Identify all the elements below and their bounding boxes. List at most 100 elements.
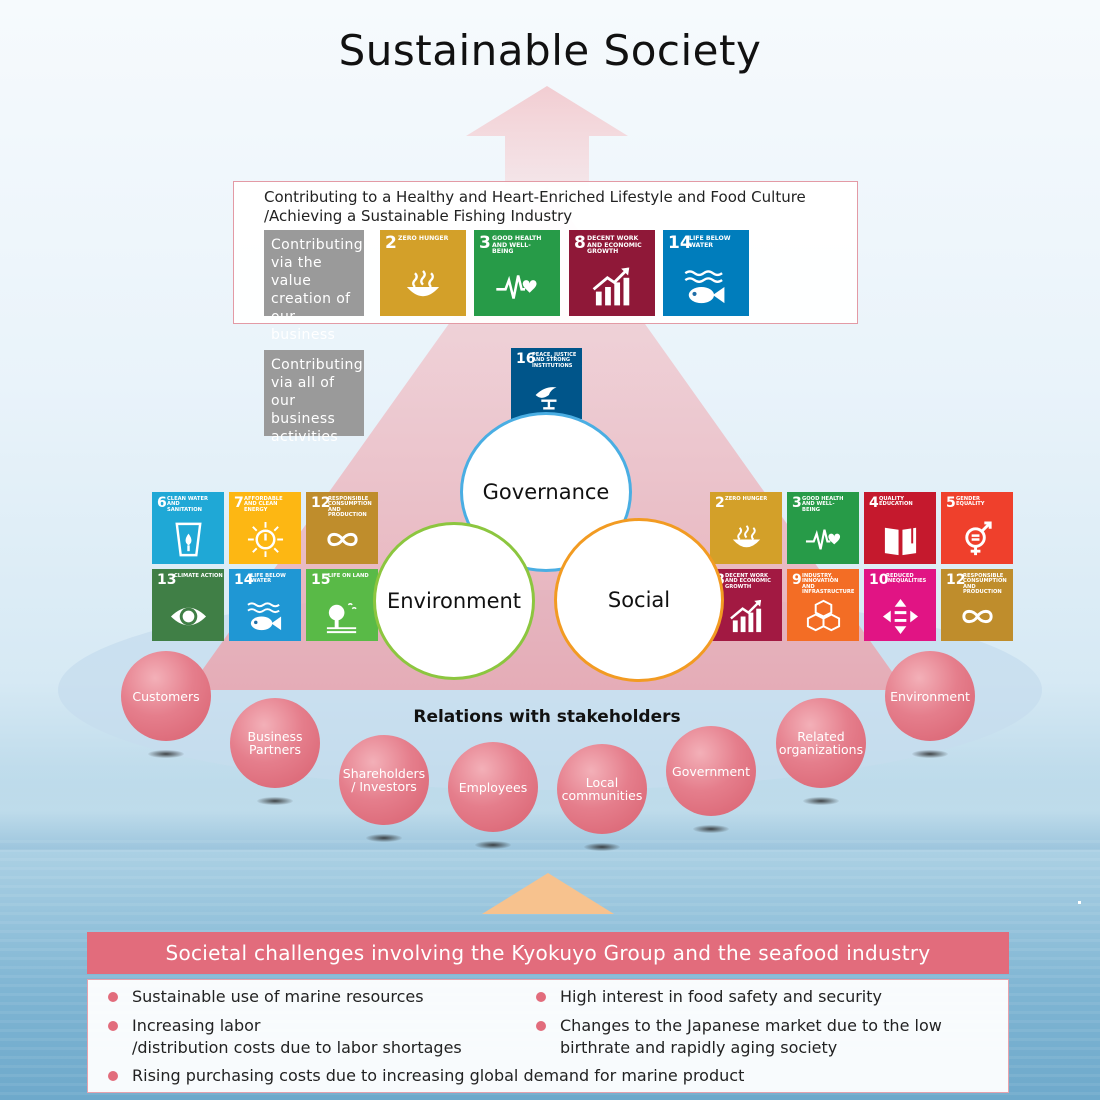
stakeholder-ball: Related organizations (776, 698, 866, 788)
sdg-number: 15 (311, 572, 331, 588)
environment-label: Environment (386, 589, 522, 613)
value-creation-heading: Contributing to a Healthy and Heart-Enri… (264, 188, 806, 225)
sdg-name: Affordable and clean energy (244, 496, 283, 513)
heartbeat-icon (805, 529, 841, 550)
sdg-7-tile: 7Affordable and clean energy (229, 492, 301, 564)
sdg-number: 7 (234, 495, 244, 511)
sdg-name: Good health and well-being (802, 496, 844, 513)
all-activities-label: Contributing via all of our business act… (264, 350, 364, 445)
sdg-10-tile: 10Reduced inequalities (864, 569, 936, 641)
sdg-number: 12 (311, 495, 331, 511)
sdg-number: 2 (715, 495, 725, 511)
sdg-4-tile: 4Quality education (864, 492, 936, 564)
sdg-name: Industry, innovation and infrastructure (802, 573, 855, 596)
stakeholder-shadow (257, 797, 293, 805)
sdg-name: Life below water (689, 235, 731, 249)
stakeholder-ball: Business Partners (230, 698, 320, 788)
cubes-icon (806, 599, 841, 632)
sdg-name: Climate action (174, 573, 223, 579)
sdg-number: 10 (869, 572, 889, 588)
sdg-name: Decent work and economic growth (587, 235, 642, 255)
sdg-name: Reduced inequalities (886, 573, 927, 585)
challenges-title: Societal challenges involving the Kyokuy… (165, 941, 931, 965)
stakeholder-ball: Government (666, 726, 756, 816)
heartbeat-icon (496, 275, 537, 299)
sdg-number: 14 (668, 233, 692, 253)
sdg-8-tile: 8Decent work and economic growth (569, 230, 655, 316)
stakeholder-ball: Local communities (557, 744, 647, 834)
sdg-name: Clean water and sanitation (167, 496, 208, 513)
challenge-item: Increasing labor /distribution costs due… (108, 1015, 462, 1059)
sdg-3-tile: 3Good health and well-being (787, 492, 859, 564)
sdg-3-tile: 3Good health and well-being (474, 230, 560, 316)
sdg-number: 14 (234, 572, 254, 588)
social-circle: Social (554, 518, 724, 682)
value-creation-label: Contributing via the value creation of o… (264, 230, 364, 343)
challenge-item: High interest in food safety and securit… (536, 986, 882, 1008)
stakeholder-shadow (912, 750, 948, 758)
up-arrow (466, 86, 628, 186)
sdg-number: 5 (946, 495, 956, 511)
book-icon (884, 523, 917, 556)
sdg-6-tile: 6Clean water and sanitation (152, 492, 224, 564)
stakeholder-shadow (584, 843, 620, 851)
sdg-number: 13 (157, 572, 177, 588)
challenges-list: Sustainable use of marine resources High… (87, 979, 1009, 1093)
stakeholder-ball: Employees (448, 742, 538, 832)
sdg-name: Responsible consumption and production (328, 496, 372, 519)
sdg-12-tile: 12Responsible consumption and production (306, 492, 378, 564)
sdg-number: 6 (157, 495, 167, 511)
sdg-name: Life below water (251, 573, 286, 585)
sdg-number: 16 (516, 351, 536, 367)
sdg-14-tile: 14Life below water (229, 569, 301, 641)
page-title: Sustainable Society (338, 26, 762, 75)
stakeholder-label: Environment (890, 688, 970, 704)
stakeholder-ball: Environment (885, 651, 975, 741)
sdg-name: Gender equality (956, 496, 985, 508)
stakeholder-shadow (693, 825, 729, 833)
infinity-icon (327, 532, 358, 547)
growth-chart-icon (592, 267, 630, 306)
sdg-12-tile: 12Responsible consumption and production (941, 569, 1013, 641)
sdg-14-tile: 14Life below water (663, 230, 749, 316)
stakeholders-heading: Relations with stakeholders (413, 707, 681, 727)
sdg-9-tile: 9Industry, innovation and infrastructure (787, 569, 859, 641)
sdg-number: 9 (792, 572, 802, 588)
fish-icon (247, 602, 282, 631)
gender-icon (965, 521, 992, 556)
sdg-16-tile: 16Peace, justice and strong institutions (511, 348, 582, 419)
sdg-name: Responsible consumption and production (963, 573, 1007, 596)
sdg-5-tile: 5Gender equality (941, 492, 1013, 564)
challenge-arrow (482, 873, 614, 914)
stakeholder-label: Employees (458, 779, 528, 795)
sdg-number: 3 (479, 233, 491, 253)
sdg-name: Peace, justice and strong institutions (532, 352, 577, 369)
sdg-name: Good health and well-being (492, 235, 542, 255)
sdg-name: Zero hunger (398, 235, 449, 242)
social-label: Social (607, 588, 671, 612)
stakeholder-label: Local communities (561, 775, 643, 803)
bowl-icon (732, 525, 761, 548)
sdg-number: 12 (946, 572, 966, 588)
sdg-2-tile: 2Zero hunger (710, 492, 782, 564)
stakeholder-label: Customers (132, 688, 200, 704)
stakeholder-shadow (366, 834, 402, 842)
dove-icon (535, 387, 557, 410)
sdg-number: 2 (385, 233, 397, 253)
sdg-13-tile: 13Climate action (152, 569, 224, 641)
stakeholder-label: Business Partners (247, 729, 303, 757)
growth-chart-icon (730, 599, 762, 633)
water-glass-icon (175, 522, 202, 557)
stakeholder-label: Related organizations (778, 729, 864, 757)
sdg-name: Zero hunger (725, 496, 768, 502)
infinity-icon (962, 609, 993, 624)
sdg-name: Life on land (328, 573, 369, 579)
eye-globe-icon (170, 607, 207, 626)
bowl-icon (406, 270, 440, 297)
fish-icon (684, 270, 725, 304)
stakeholder-ball: Customers (121, 651, 211, 741)
governance-label: Governance (482, 480, 610, 504)
sdg-2-tile: 2Zero hunger (380, 230, 466, 316)
stakeholder-label: Shareholders / Investors (342, 766, 426, 794)
sdg-15-tile: 15Life on land (306, 569, 378, 641)
